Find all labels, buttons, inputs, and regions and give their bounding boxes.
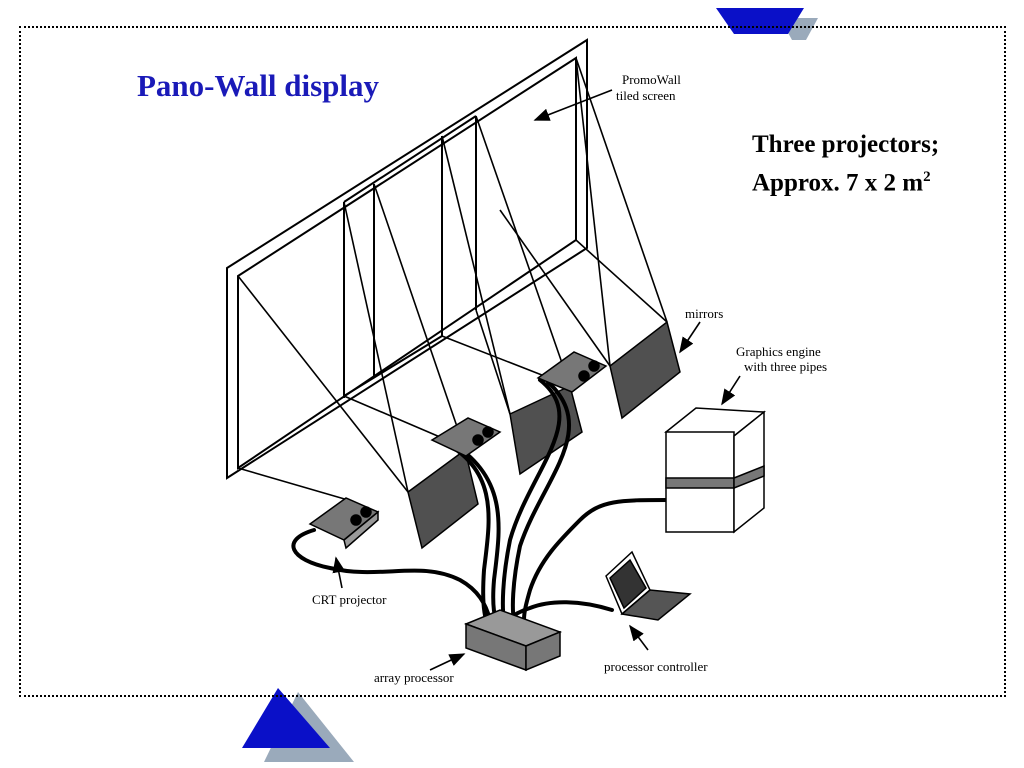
crt-projector-2 (430, 417, 502, 457)
label-graphics-line2: with three pipes (744, 359, 827, 374)
callout-arrows (332, 89, 741, 671)
mirror-3 (609, 320, 681, 420)
spec-line-2: Approx. 7 x 2 m2 (752, 161, 939, 199)
spec-text: Three projectors; Approx. 7 x 2 m2 (752, 128, 939, 199)
bottom-triangle-decoration (242, 688, 354, 762)
crt-projectors (308, 351, 608, 550)
spec-line-1: Three projectors; (752, 131, 940, 158)
crt-projector-1 (308, 497, 380, 550)
label-crt-projector: CRT projector (312, 592, 387, 607)
label-screen-line2: tiled screen (616, 88, 676, 103)
label-processor-controller: processor controller (604, 659, 708, 674)
slide-title: Pano-Wall display (137, 68, 380, 103)
cables (291, 378, 670, 622)
mirror-1 (407, 448, 479, 550)
projection-beams (237, 57, 668, 501)
dotted-frame (19, 26, 1006, 697)
spec-area-exponent: 2 (923, 169, 931, 185)
spec-area: Approx. 7 x 2 m (752, 169, 924, 197)
array-processor-box (463, 609, 563, 672)
label-graphics-line1: Graphics engine (736, 344, 821, 359)
crt-projector-3 (536, 351, 608, 393)
graphics-engine (664, 407, 766, 534)
label-mirrors: mirrors (685, 306, 723, 321)
label-array-processor: array processor (374, 670, 454, 685)
processor-controller-laptop (605, 550, 692, 621)
label-screen-line1: PromoWall (622, 72, 681, 87)
